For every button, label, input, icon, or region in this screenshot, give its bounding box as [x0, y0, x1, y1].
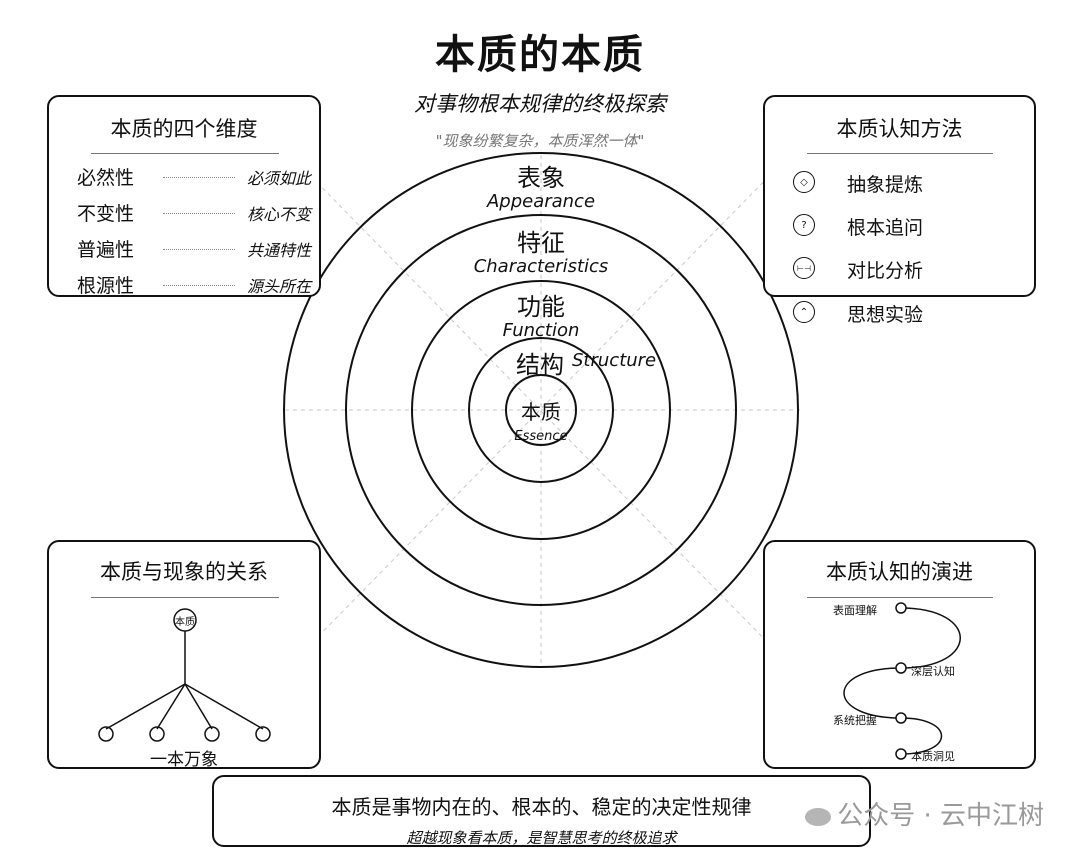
dimensions-panel: 本质的四个维度 必然性 必须如此 不变性 核心不变 普遍性 共通特性 根源性 源… — [47, 95, 321, 297]
tree-branch — [156, 683, 186, 730]
evolution-node — [895, 748, 907, 760]
dimension-desc: 源头所在 — [247, 277, 312, 296]
ring-appearance — [283, 152, 799, 668]
methods-title: 本质认知方法 — [836, 117, 963, 141]
relation-tree — [98, 608, 271, 742]
experiment-icon: ⌃ — [793, 301, 815, 323]
dimension-leader — [163, 285, 235, 286]
dimension-item: 必然性 必须如此 — [77, 163, 327, 189]
dimension-leader — [163, 177, 235, 178]
ring-function — [411, 280, 671, 540]
definition-main: 本质是事物内在的、根本的、稳定的决定性规律 — [331, 795, 752, 819]
method-item: ◇ 抽象提炼 — [793, 169, 1013, 197]
tree-branch — [105, 683, 186, 730]
dimensions-title: 本质的四个维度 — [110, 117, 258, 141]
ring-label-characteristics-zh: 特征 — [517, 229, 565, 257]
page-subtitle: 对事物根本规律的终极探索 — [414, 92, 666, 116]
diamond-icon: ◇ — [793, 171, 815, 193]
dimension-item: 不变性 核心不变 — [77, 199, 327, 225]
dimension-item: 根源性 源头所在 — [77, 271, 327, 297]
dimension-leader — [163, 213, 235, 214]
ring-label-essence-en: Essence — [514, 429, 568, 444]
page-quote: "现象纷繁复杂，本质浑然一体" — [435, 132, 645, 150]
relation-caption: 一本万象 — [150, 750, 218, 770]
ring-essence — [505, 374, 577, 446]
ring-characteristics — [345, 214, 737, 606]
evolution-node — [895, 602, 907, 614]
definition-box: 本质是事物内在的、根本的、稳定的决定性规律 超越现象看本质，是智慧思考的终极追求 — [212, 775, 871, 847]
evolution-path — [843, 607, 961, 755]
dimension-name: 普遍性 — [77, 239, 135, 261]
method-label: 根本追问 — [847, 217, 924, 239]
wechat-icon — [805, 807, 832, 826]
question-icon: ? — [793, 214, 815, 236]
tree-branch — [184, 683, 213, 730]
ring-label-appearance-zh: 表象 — [517, 164, 565, 192]
ring-label-essence-zh: 本质 — [521, 400, 561, 424]
ring-structure — [468, 337, 614, 483]
tree-leaf-node — [255, 726, 271, 742]
page-title: 本质的本质 — [435, 31, 645, 78]
dimension-leader — [163, 249, 235, 250]
method-label: 思想实验 — [847, 304, 924, 326]
watermark-text: 公众号 · 云中江树 — [837, 801, 1044, 831]
ring-label-appearance-en: Appearance — [486, 191, 596, 212]
watermark: 公众号 · 云中江树 — [805, 795, 1044, 832]
ring-label-structure-zh: 结构 — [516, 351, 564, 379]
relation-panel: 本质与现象的关系 本质 一本万象 — [47, 540, 321, 770]
method-label: 对比分析 — [847, 260, 924, 282]
methods-divider — [807, 153, 993, 154]
evolution-divider — [807, 597, 993, 598]
methods-panel: 本质认知方法 ◇ 抽象提炼 ? 根本追问 ⊢⊣ 对比分析 — [763, 95, 1036, 297]
tree-leaf-node — [204, 726, 220, 742]
tree-leaf-node — [98, 726, 114, 742]
dimension-name: 根源性 — [77, 275, 135, 297]
ring-label-characteristics-en: Characteristics — [473, 256, 609, 277]
dimension-name: 不变性 — [77, 203, 135, 225]
evolution-node — [895, 662, 907, 674]
method-item: ⌃ 思想实验 — [793, 299, 1013, 327]
definition-sub: 超越现象看本质，是智慧思考的终极追求 — [406, 829, 677, 847]
evolution-curve — [843, 602, 961, 760]
evolution-stage-label: 本质洞见 — [911, 750, 955, 763]
relation-divider — [91, 597, 279, 598]
evolution-stage-label: 深层认知 — [911, 665, 955, 678]
compare-icon: ⊢⊣ — [793, 257, 815, 279]
ring-label-function-zh: 功能 — [517, 293, 565, 321]
ring-label-structure-en: Structure — [572, 350, 657, 371]
dimension-desc: 必须如此 — [247, 169, 312, 188]
guide-lines — [285, 155, 800, 665]
tree-root-label: 本质 — [175, 617, 195, 628]
tree-branch — [184, 683, 264, 730]
tree-leaf-node — [149, 726, 165, 742]
evolution-title: 本质认知的演进 — [826, 560, 973, 584]
dimension-desc: 共通特性 — [247, 241, 312, 260]
dimension-item: 普遍性 共通特性 — [77, 235, 327, 261]
ring-label-function-en: Function — [502, 320, 580, 341]
evolution-stage-label: 系统把握 — [833, 714, 877, 727]
dimension-name: 必然性 — [77, 167, 135, 189]
evolution-node — [895, 712, 907, 724]
dimensions-divider — [91, 153, 279, 154]
relation-title: 本质与现象的关系 — [100, 560, 268, 584]
method-item: ? 根本追问 — [793, 212, 1013, 240]
method-label: 抽象提炼 — [847, 174, 924, 196]
evolution-panel: 本质认知的演进 表面理解 深层认知 系统把握 本质洞见 — [763, 540, 1036, 769]
method-item: ⊢⊣ 对比分析 — [793, 255, 1013, 283]
dimension-desc: 核心不变 — [247, 205, 312, 224]
evolution-stage-label: 表面理解 — [833, 604, 877, 617]
